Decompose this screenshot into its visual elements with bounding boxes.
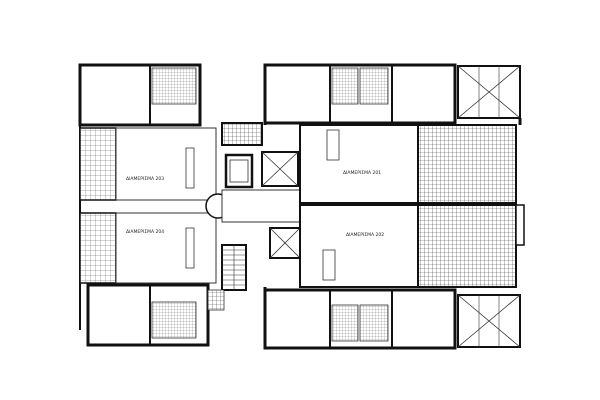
apartment-201-living: [299, 124, 419, 204]
east-balcony-south: [417, 204, 517, 288]
east-balcony-north: [417, 124, 517, 204]
apartment-202-living: [299, 204, 419, 288]
core-upper-hatch: [221, 122, 263, 146]
room-label-apartment-202: ΔΙΑΜΕΡΙΣΜΑ 202: [346, 232, 384, 238]
building-core: [205, 122, 319, 311]
apartment-204-living: [115, 212, 217, 284]
room-label-apartment-201: ΔΙΑΜΕΡΙΣΜΑ 201: [343, 170, 381, 176]
east-upper-bath-a: [331, 67, 359, 105]
east-upper-bath-b: [359, 67, 389, 105]
west-wing: ΔΙΑΜΕΡΙΣΜΑ 203 ΔΙΑΜΕΡΙΣΜΑ 204: [78, 63, 217, 347]
west-upper-bath: [151, 67, 197, 105]
core-lobby: [221, 189, 303, 223]
room-label-apartment-204: ΔΙΑΜΕΡΙΣΜΑ 204: [126, 229, 164, 235]
east-wing: ΔΙΑΜΕΡΙΣΜΑ 201 ΔΙΑΜΕΡΙΣΜΑ 202: [263, 63, 525, 350]
east-lower-bath-b: [359, 304, 389, 342]
room-label-apartment-203: ΔΙΑΜΕΡΙΣΜΑ 203: [126, 176, 164, 182]
apartment-203-living: [115, 127, 217, 201]
west-lower-bath: [151, 301, 197, 339]
west-lower-rooms: [86, 283, 210, 347]
west-balcony-north: [79, 127, 117, 201]
east-lower-bath-a: [331, 304, 359, 342]
west-balcony-south: [79, 212, 117, 284]
